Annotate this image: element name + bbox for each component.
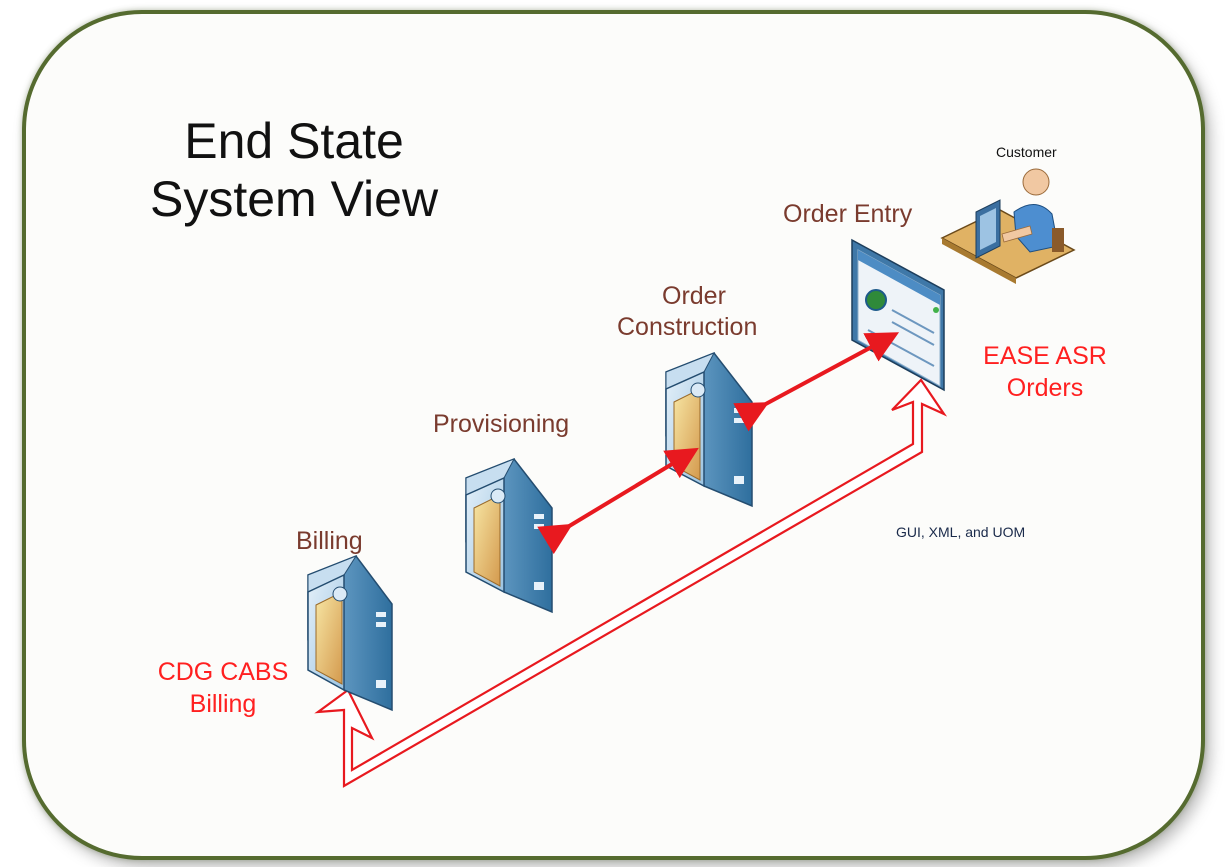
order-construction-label-1: Order (662, 282, 726, 310)
cdg-cabs-line-2: Billing (189, 690, 257, 718)
arrow-construction-entry (733, 332, 900, 432)
provisioning-label: Provisioning (433, 410, 570, 438)
rounded-frame (22, 10, 1205, 860)
gui-xml-uom-label: GUI, XML, and UOM (896, 524, 1026, 540)
title-line-1: End State (184, 113, 404, 169)
cdg-cabs-label: CDG CABS Billing (143, 656, 303, 720)
ease-asr-line-1: EASE ASR (983, 342, 1107, 370)
ease-asr-label: EASE ASR Orders (980, 340, 1110, 404)
hollow-flow-arrow (314, 378, 948, 788)
customer-icon (940, 168, 1076, 284)
billing-server-icon (307, 554, 393, 712)
title-line-2: System View (150, 171, 439, 227)
ease-asr-line-2: Orders (1006, 374, 1084, 402)
provisioning-server-icon (465, 458, 553, 614)
cdg-cabs-line-1: CDG CABS (157, 658, 289, 686)
order-construction-label-2: Construction (617, 313, 758, 341)
order-entry-label: Order Entry (783, 200, 913, 228)
billing-label: Billing (296, 527, 363, 555)
order-entry-screen-icon (851, 238, 945, 392)
order-construction-server-icon (665, 352, 753, 508)
customer-label: Customer (996, 144, 1057, 160)
arrow-provisioning-construction (537, 447, 699, 555)
page-title: End State System View (150, 112, 438, 228)
